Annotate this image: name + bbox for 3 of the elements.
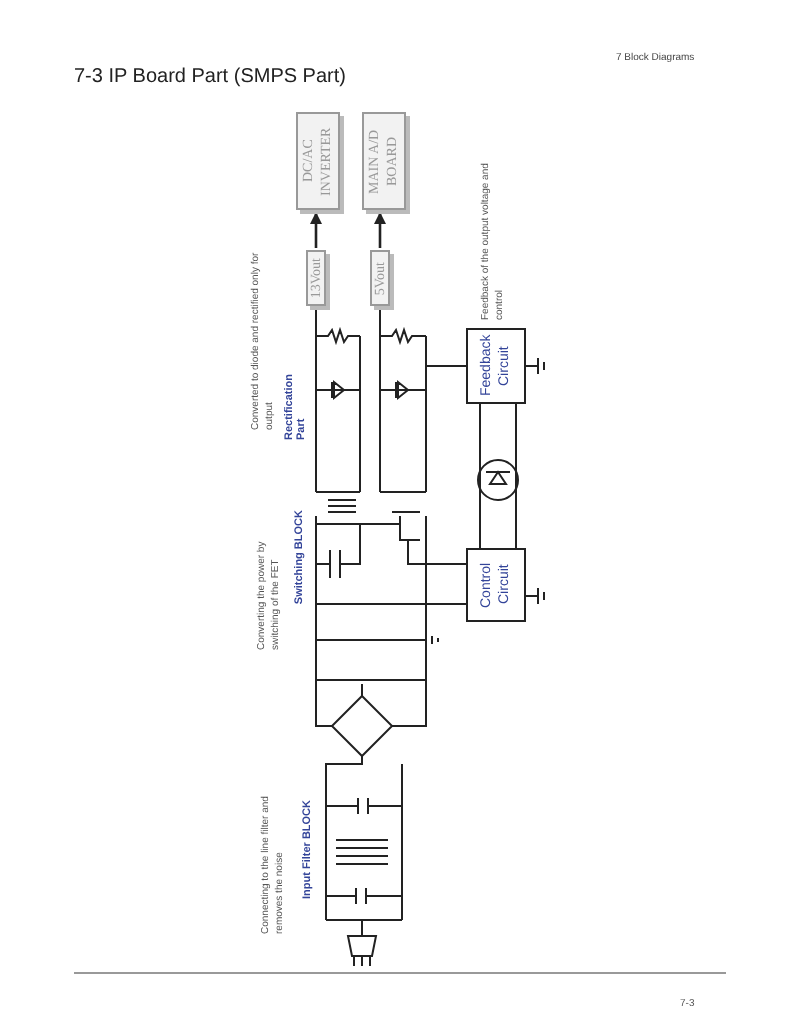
- arrow: [374, 212, 386, 248]
- page-title: 7-3 IP Board Part (SMPS Part): [74, 66, 346, 88]
- arrow: [310, 212, 322, 248]
